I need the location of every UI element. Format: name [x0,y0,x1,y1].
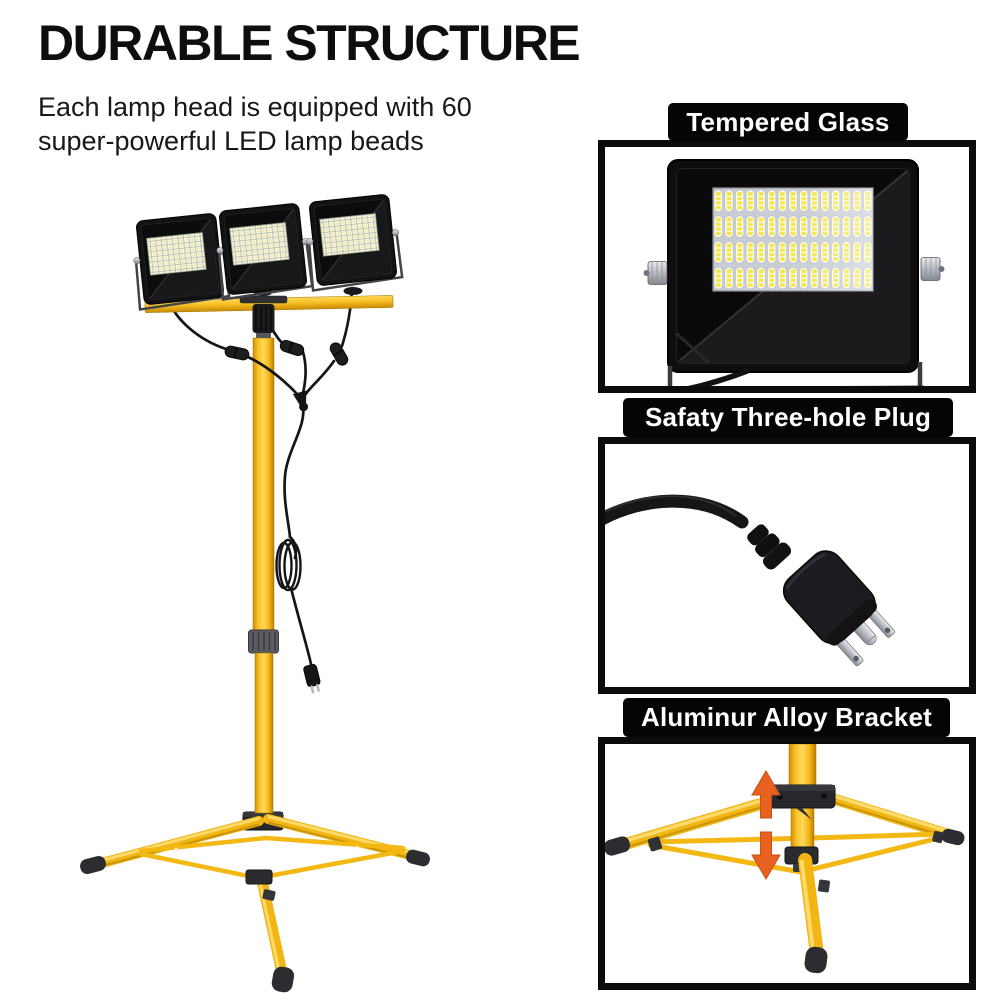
pivot-bolt [392,229,399,236]
power-cables [165,286,354,666]
inline-connector [279,339,305,357]
lamp-head-3 [306,194,404,292]
lamp-head-1 [133,213,231,311]
tripod-foot-right [406,849,430,867]
three-prong-plug [782,550,896,667]
callout-box-bracket [598,737,976,990]
tripod-braces [138,835,406,881]
plug-cable [605,494,749,529]
tripod-foot-left [80,855,106,875]
y-splitter [292,390,309,412]
callout-box-tempered-glass [598,140,976,393]
pivot-bolt [133,257,141,264]
page-subtitle: Each lamp head is equipped with 60 super… [38,92,472,156]
callout-box-plug [598,437,976,694]
brace-clamp [647,836,663,852]
mount-knob [252,304,275,338]
tripod-base [80,811,430,993]
mounting-bracket [667,362,924,386]
led-panel [229,222,290,266]
front-leg-hinge [262,889,276,901]
side-knob-left [643,261,668,285]
telescoping-pole [248,337,279,814]
pivot-bolt [306,238,314,245]
front-leg-hinge [817,879,831,893]
leg-front [798,853,824,961]
led-panel [146,232,207,276]
bracket-closeup-illustration [605,744,965,974]
down-arrow-icon [751,831,781,880]
plug-closeup-illustration [605,494,896,667]
tripod-foot-front [271,966,295,993]
callout-label-tempered-glass: Tempered Glass [668,103,908,141]
foot-front [804,946,828,974]
foot-left [605,836,631,856]
mount-plate [239,295,288,304]
cord-end-plug [303,663,321,694]
bracket-knob [343,287,363,295]
led-panel [319,213,380,257]
braces [647,831,946,875]
callout-label-plug: Safaty Three-hole Plug [623,398,953,437]
side-knob-right [920,257,945,281]
callout-label-bracket: Aluminur Alloy Bracket [623,698,950,737]
inline-connector [329,342,349,366]
floodlight-closeup-illustration [643,159,945,386]
main-product-illustration [80,194,430,993]
lamp-head-2 [216,203,314,301]
page-title: DURABLE STRUCTURE [38,15,581,71]
up-arrow-icon [751,770,781,819]
tripod-lower-clamp [245,869,273,885]
inline-connector [224,345,250,361]
brace-clamp [932,830,944,844]
pivot-bolt [216,247,224,254]
leg-right [815,789,956,841]
pole-upper [788,744,817,790]
foot-right [941,828,965,846]
pole-lower [790,807,815,851]
strain-relief [747,524,792,570]
power-cable [687,368,750,386]
